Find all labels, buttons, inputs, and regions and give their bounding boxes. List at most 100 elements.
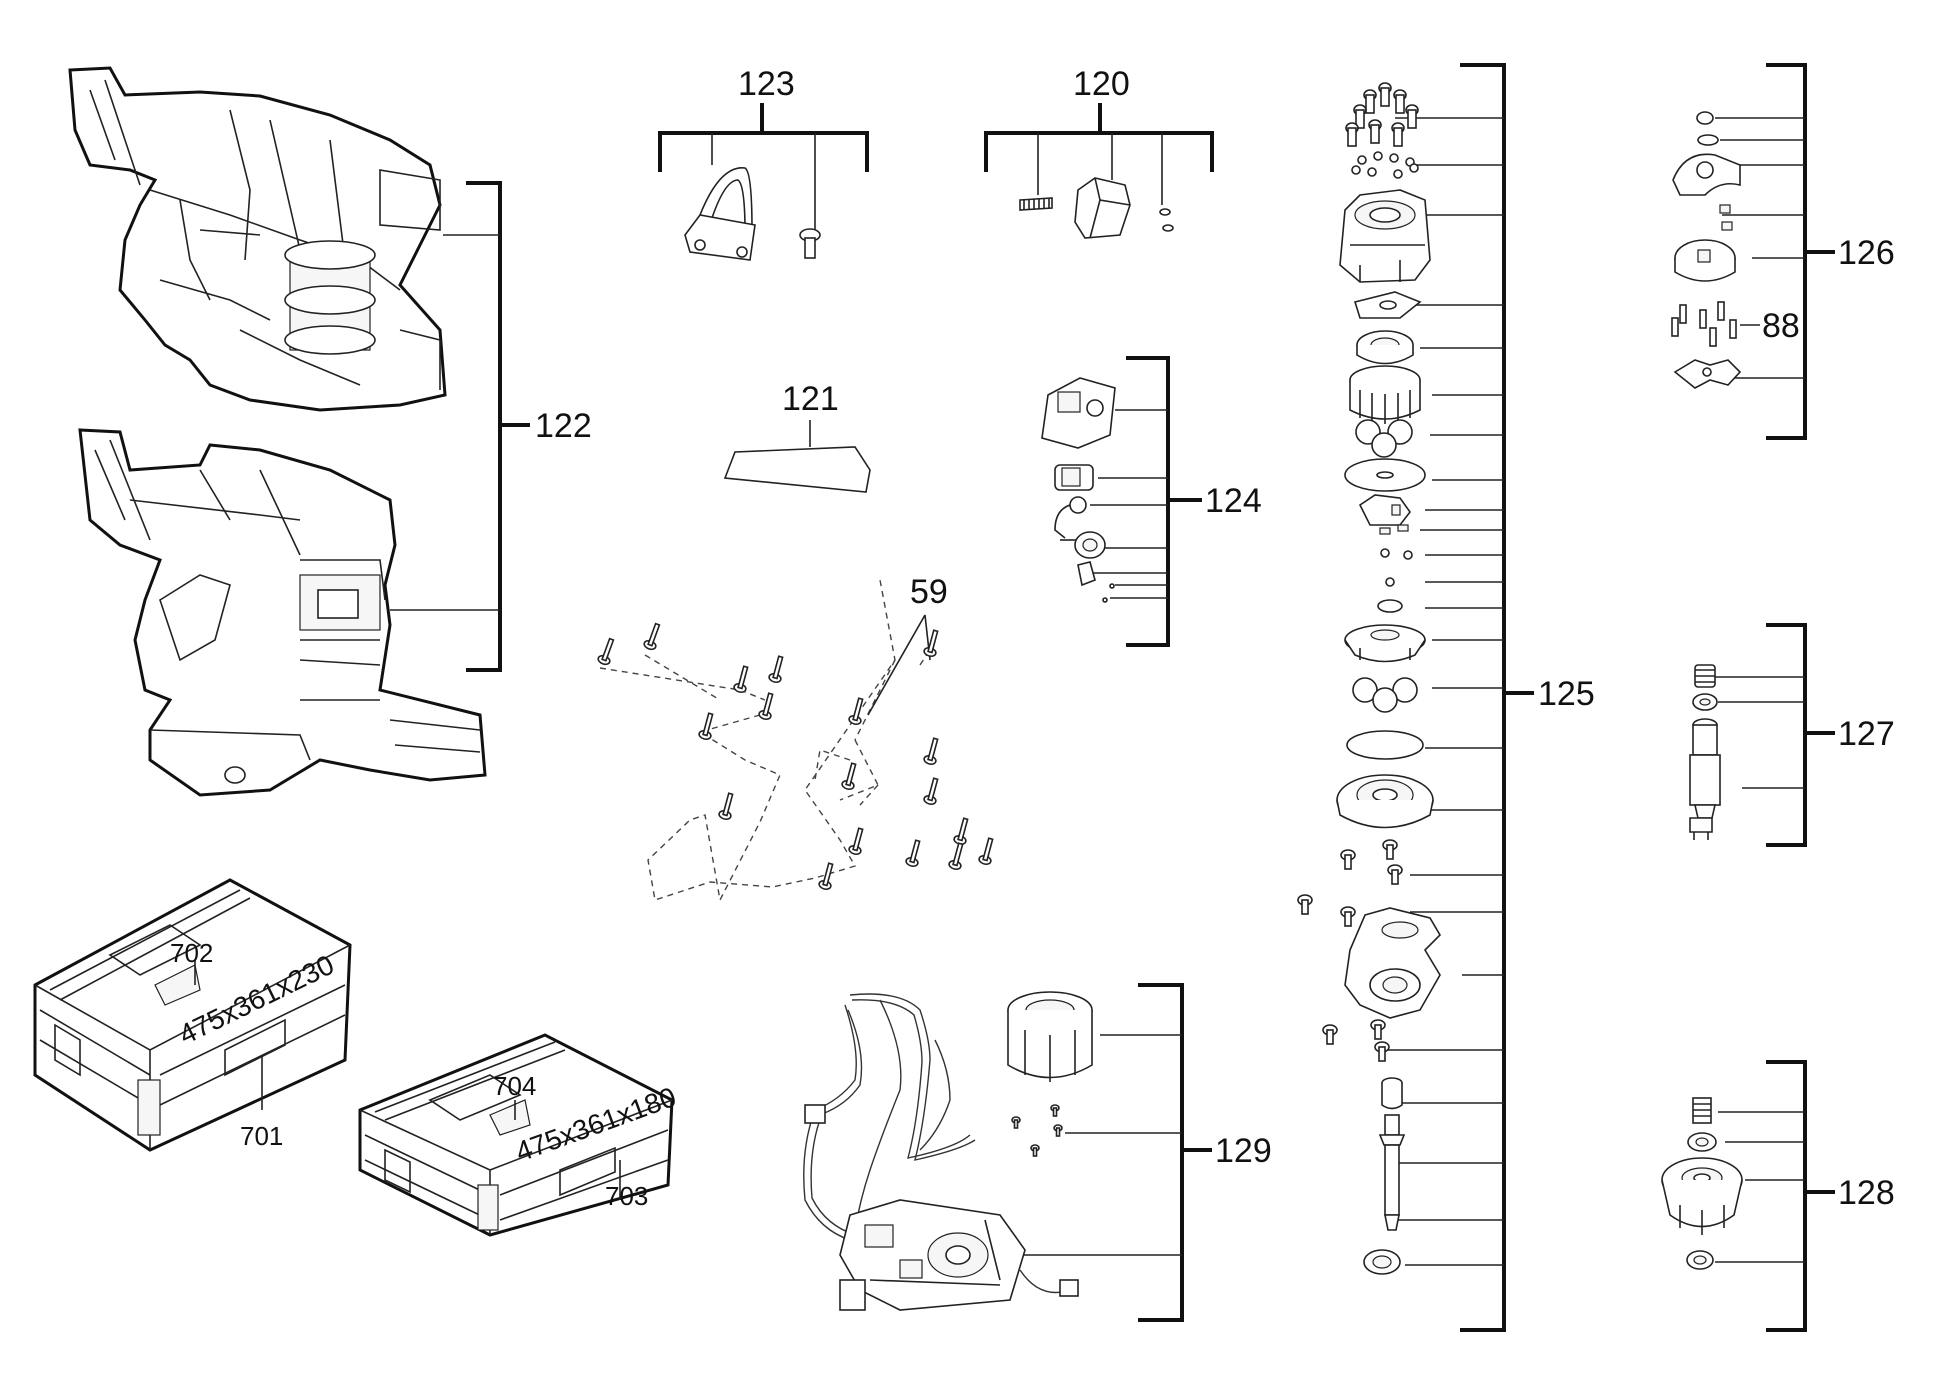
spring — [1019, 197, 1053, 211]
clutch-plate-kit-126: 126 88 — [1671, 63, 1895, 440]
label-122: 122 — [535, 407, 592, 445]
planet-gears-1 — [1355, 419, 1413, 458]
clutch-housing — [1339, 189, 1431, 283]
washer-small — [1377, 599, 1403, 613]
pin-2 — [1397, 524, 1409, 532]
ball-1 — [1403, 550, 1413, 560]
rotor-bearing — [1687, 1132, 1717, 1152]
motor-rotor-kit-128: 128 — [1661, 1060, 1895, 1332]
bit-holder-kit-120: 120 — [984, 65, 1214, 239]
label-121: 121 — [782, 380, 839, 418]
trigger-switch — [1060, 531, 1106, 559]
direction-switch — [1054, 464, 1094, 491]
bracket-124 — [1126, 356, 1170, 647]
pin-small-2 — [1102, 597, 1108, 603]
bracket-127 — [1766, 623, 1807, 847]
carry-case-703: 475x361x180 704 703 — [358, 1033, 680, 1237]
gear-housing-plate — [1336, 774, 1434, 829]
housing-half-upper — [68, 66, 447, 412]
label-703: 703 — [605, 1181, 648, 1211]
hook-kit-123: 123 — [658, 65, 869, 261]
housing-half-lower — [78, 428, 487, 797]
clutch-ring — [1356, 330, 1414, 365]
spacer-1 — [1719, 204, 1731, 214]
stator — [1007, 991, 1093, 1082]
pin-1 — [1379, 527, 1391, 535]
display-panel — [1041, 377, 1116, 449]
spindle-lock-kit-127: 127 — [1689, 623, 1895, 847]
star-washer — [1673, 359, 1742, 389]
label-702: 702 — [170, 938, 213, 968]
electronics-kit-129: 129 — [803, 983, 1272, 1322]
label-120: 120 — [1073, 65, 1130, 103]
trigger-button — [1077, 561, 1096, 587]
bearing-sleeve — [1381, 1077, 1403, 1110]
ring-gear — [1349, 365, 1421, 424]
stator-screws — [1011, 1104, 1063, 1157]
pins-88 — [1671, 301, 1737, 347]
balls — [1351, 151, 1419, 179]
plate-screws — [1297, 839, 1403, 927]
bracket-126 — [1766, 63, 1807, 440]
washer-flat-2 — [1344, 458, 1426, 492]
label-88: 88 — [1762, 307, 1800, 345]
carry-case-701: 475x361x230 702 701 — [33, 878, 352, 1152]
rotor — [1661, 1157, 1743, 1235]
control-board — [839, 1199, 1079, 1311]
ball-2 — [1380, 548, 1390, 558]
cam-plate — [1672, 153, 1741, 196]
pin-small-1 — [1109, 583, 1115, 589]
switch-kit-124: 124 — [1041, 356, 1262, 647]
label-129: 129 — [1215, 1132, 1272, 1170]
nut — [1696, 111, 1714, 125]
front-housing — [1344, 907, 1442, 1019]
rear-bearing — [1686, 1250, 1714, 1270]
lock-spring — [1694, 664, 1716, 688]
label-701: 701 — [240, 1121, 283, 1151]
label-124: 124 — [1205, 482, 1262, 520]
washer-2 — [1162, 224, 1174, 232]
housing-screws — [1322, 1019, 1390, 1062]
housing-assembly-122: 122 — [68, 66, 592, 797]
bit-holder — [1074, 177, 1131, 239]
label-126: 126 — [1838, 234, 1895, 272]
lock-nut — [1692, 693, 1718, 711]
belt-hook — [684, 167, 756, 261]
plate — [723, 446, 871, 493]
trigger-spring — [1054, 496, 1087, 539]
ring-small — [1385, 577, 1395, 587]
pinion — [1692, 1097, 1712, 1124]
clutch-screws — [1345, 82, 1419, 147]
name-plate-121: 121 — [723, 380, 871, 493]
label-123: 123 — [738, 65, 795, 103]
screws — [597, 622, 994, 890]
bracket-129 — [1138, 983, 1184, 1322]
wiring-harness — [803, 993, 976, 1241]
washer-flat-1 — [1353, 291, 1422, 319]
gearbox-assembly-125: 125 — [1297, 63, 1595, 1332]
planet-gears-2 — [1352, 677, 1418, 713]
label-128: 128 — [1838, 1174, 1895, 1212]
bracket-128 — [1766, 1060, 1807, 1332]
washer-1 — [1159, 208, 1171, 216]
gear-carrier-2 — [1344, 624, 1426, 663]
label-125: 125 — [1538, 675, 1595, 713]
washer — [1697, 134, 1719, 146]
label-704: 704 — [493, 1071, 536, 1101]
label-59: 59 — [910, 573, 948, 611]
bracket-125 — [1460, 63, 1506, 1332]
washer-flat-3 — [1346, 730, 1424, 760]
bracket-123 — [658, 103, 869, 172]
bracket-120 — [984, 103, 1214, 172]
front-bearing — [1363, 1249, 1401, 1275]
terminal-block — [839, 1279, 866, 1311]
label-127: 127 — [1838, 715, 1895, 753]
lock-pin — [1689, 718, 1721, 840]
spacer-2 — [1721, 221, 1733, 231]
hook-screw — [799, 228, 821, 259]
bracket-122 — [466, 181, 502, 672]
output-spindle — [1378, 1114, 1406, 1231]
screw-links — [599, 579, 931, 903]
carrier-1 — [1358, 494, 1411, 526]
